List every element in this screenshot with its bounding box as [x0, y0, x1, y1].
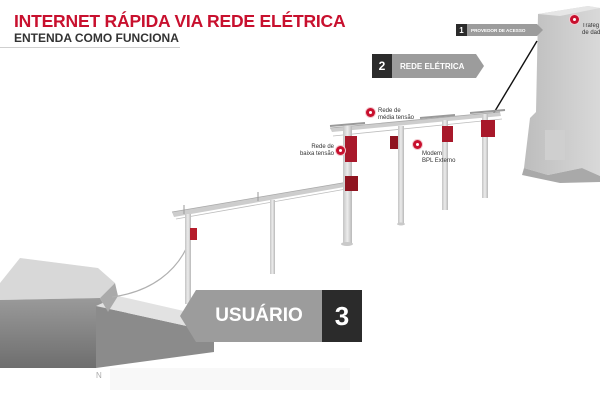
provider-link-line [491, 40, 538, 117]
info-pin-icon[interactable] [336, 146, 345, 155]
label-transformer: Trafeg de dad [582, 23, 601, 36]
arrow-left-icon [180, 290, 196, 342]
label-user-fragment: N [96, 371, 102, 380]
arrow-right-icon [476, 54, 484, 78]
step-grid[interactable]: 2 REDE ELÉTRICA [372, 54, 484, 78]
page-title: INTERNET RÁPIDA VIA REDE ELÉTRICA [14, 11, 346, 31]
info-pin-icon[interactable] [366, 108, 375, 117]
step-provider[interactable]: 1 PROVEDOR DE ACESSO [456, 24, 543, 36]
info-pin-icon[interactable] [413, 140, 422, 149]
step-number: 1 [456, 24, 467, 36]
label-bpl-modem: Modem BPL Externo [422, 151, 456, 164]
step-number: 2 [372, 54, 392, 78]
step-user[interactable]: USUÁRIO 3 [180, 290, 362, 342]
label-medium-voltage: Rede de média tensão [378, 108, 415, 121]
step-label: REDE ELÉTRICA [392, 54, 476, 78]
step-label: PROVEDOR DE ACESSO [467, 24, 537, 36]
label-low-voltage: Rede de baixa tensão [299, 144, 334, 157]
medium-voltage-lines [329, 109, 506, 137]
step-label: USUÁRIO [196, 290, 322, 342]
info-pin-icon[interactable] [570, 15, 579, 24]
step-number: 3 [322, 290, 362, 342]
low-voltage-lines [171, 181, 353, 220]
arrow-right-icon [537, 24, 543, 36]
provider-building [522, 6, 600, 183]
faded-caption-area [110, 368, 350, 390]
power-pole-icon [185, 114, 488, 304]
page-subtitle: ENTENDA COMO FUNCIONA [14, 31, 179, 45]
bpl-modem-icon [190, 120, 495, 240]
service-cable [111, 239, 191, 298]
header-divider [0, 47, 180, 48]
